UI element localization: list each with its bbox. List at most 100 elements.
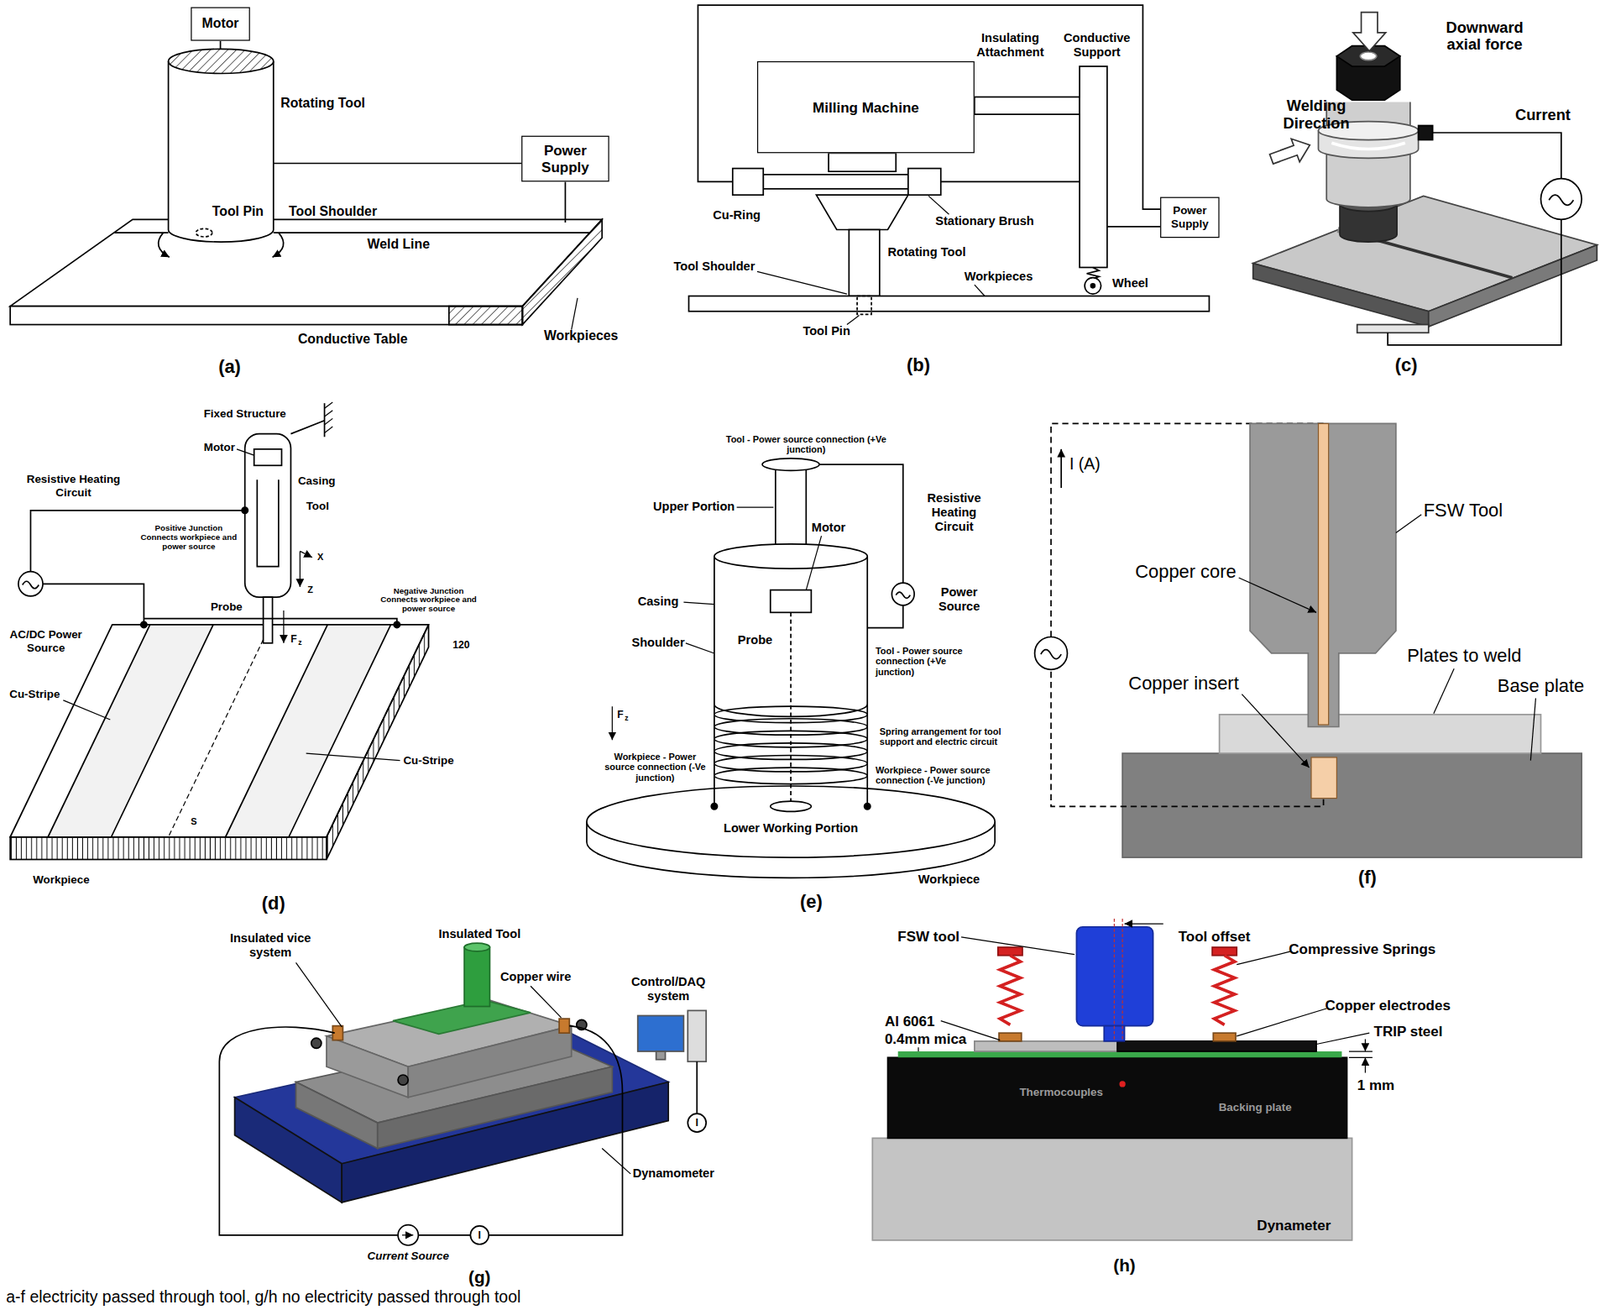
panel-f-drawing [1040, 649, 1062, 659]
panel-h-drawing [1364, 1056, 1366, 1072]
panel-c-drawing [1432, 132, 1562, 179]
panel-a-drawing [273, 231, 591, 234]
part-label: Cu-Ring [712, 209, 761, 224]
panel-g-drawing [407, 1025, 571, 1098]
panel-b-drawing [1090, 283, 1095, 288]
panel-f-drawing [1060, 449, 1062, 488]
panel-h-drawing [974, 1040, 1118, 1051]
part-label: Workpiece [918, 872, 981, 887]
panel-d-drawing [168, 624, 272, 837]
panel-f-drawing [1249, 423, 1397, 727]
part-label: Control/DAQ system [630, 975, 707, 1004]
part-label: 1 mm [1357, 1076, 1395, 1093]
panel-g-drawing [392, 999, 531, 1034]
panel-f-drawing [1239, 577, 1317, 612]
panel-d-drawing [143, 618, 397, 625]
part-label: Copper core [1134, 560, 1236, 582]
part-label: Spring arrangement for tool support and … [879, 726, 1018, 748]
panel-g-drawing [464, 942, 490, 952]
part-label: Casing [298, 474, 336, 487]
panel-d-drawing [10, 624, 429, 837]
part-label: Positive Junction Connects workpiece and… [137, 523, 241, 553]
part-label: Current Source [367, 1248, 450, 1261]
panel-f-drawing [1318, 423, 1329, 725]
part-label: F [290, 632, 297, 645]
box-text: Milling Machine [812, 99, 920, 116]
panel-d-drawing [141, 621, 147, 628]
part-label: Wheel [1112, 277, 1149, 292]
part-label: AC/DC Power Source [5, 627, 87, 654]
box-text: Power Supply [525, 141, 606, 175]
part-label: X [317, 551, 324, 563]
panel-letter: (f) [1358, 867, 1377, 889]
part-label: 0.4mm mica [884, 1030, 967, 1048]
part-label: Tool - Power source connection (+Ve junc… [875, 645, 968, 678]
panel-g-drawing [326, 1035, 408, 1098]
panel-f-drawing [1219, 714, 1542, 753]
panel-letter: (h) [1113, 1254, 1135, 1276]
panel-h-drawing [1214, 955, 1235, 1025]
panel-b-drawing [732, 168, 764, 196]
panel-g-drawing [687, 1009, 706, 1062]
panel-e-drawing [611, 705, 613, 740]
panel-g-drawing [296, 1081, 378, 1148]
part-label: Cu-Stripe [402, 753, 454, 767]
panel-b-drawing [974, 284, 985, 296]
part-label: Plates to weld [1406, 645, 1522, 667]
part-label: 120 [452, 638, 470, 651]
panel-g-drawing [695, 1061, 698, 1114]
part-label: Insulating Attachment [967, 31, 1054, 61]
panel-e-drawing [714, 543, 868, 569]
part-label: Tool Pin [212, 204, 264, 220]
figure-caption: a-f electricity passed through tool, g/h… [5, 1287, 521, 1307]
panel-e-drawing [711, 803, 717, 810]
panel-b-drawing [763, 174, 909, 189]
panel-a-drawing [168, 61, 274, 242]
part-label: I (A) [1069, 454, 1101, 474]
part-label: I [695, 1116, 699, 1129]
panel-f-drawing [1396, 514, 1422, 534]
part-label: Casing [637, 595, 680, 610]
panel-a-drawing [10, 41, 602, 330]
panel-a-drawing [522, 219, 602, 325]
panel-b-drawing [828, 152, 896, 172]
panel-h-drawing [998, 1032, 1022, 1041]
part-label: Resistive Heating Circuit [913, 491, 995, 534]
panel-g-drawing [402, 1233, 414, 1235]
panel-e-drawing [770, 800, 812, 811]
panel-h-drawing [1316, 1032, 1370, 1044]
labelled-box: Milling Machine [757, 61, 975, 153]
panel-f-drawing [1035, 423, 1583, 858]
panel-h-drawing [1349, 1050, 1373, 1057]
panel-a-drawing [273, 162, 523, 165]
panel-a-drawing [449, 306, 523, 325]
panel-c-drawing [1548, 194, 1574, 205]
part-label: Negative Junction Connects workpiece and… [377, 585, 481, 615]
panel-c-drawing [1428, 245, 1598, 327]
part-label: Insulated vice system [226, 931, 314, 961]
panel-d-drawing [62, 700, 110, 720]
panel-e-drawing [864, 803, 871, 810]
panel-c-drawing [1253, 12, 1598, 346]
panel-b-drawing [1084, 277, 1101, 294]
part-label: Dynamometer [632, 1166, 715, 1182]
box-text: Power Supply [1164, 204, 1216, 231]
panel-d-drawing [30, 510, 245, 572]
panel-d-drawing [256, 479, 279, 566]
panel-c-drawing [1357, 324, 1429, 334]
panel-g-drawing [470, 1225, 489, 1245]
panel-a-drawing [219, 41, 222, 50]
panel-h-drawing [898, 1050, 1343, 1057]
panel-b-drawing [815, 194, 908, 230]
panel-g-drawing [311, 1037, 322, 1048]
part-label: Thermocouples [1019, 1085, 1104, 1099]
panel-d-drawing [245, 433, 292, 597]
panel-g-drawing [687, 1113, 706, 1132]
panel-a-drawing [10, 219, 602, 306]
part-label: TRIP steel [1373, 1022, 1443, 1040]
panel-d-drawing [22, 580, 39, 589]
panel-e-drawing [867, 605, 904, 628]
panel-g-drawing [559, 1018, 570, 1033]
part-label: Rotating Tool [280, 96, 366, 112]
